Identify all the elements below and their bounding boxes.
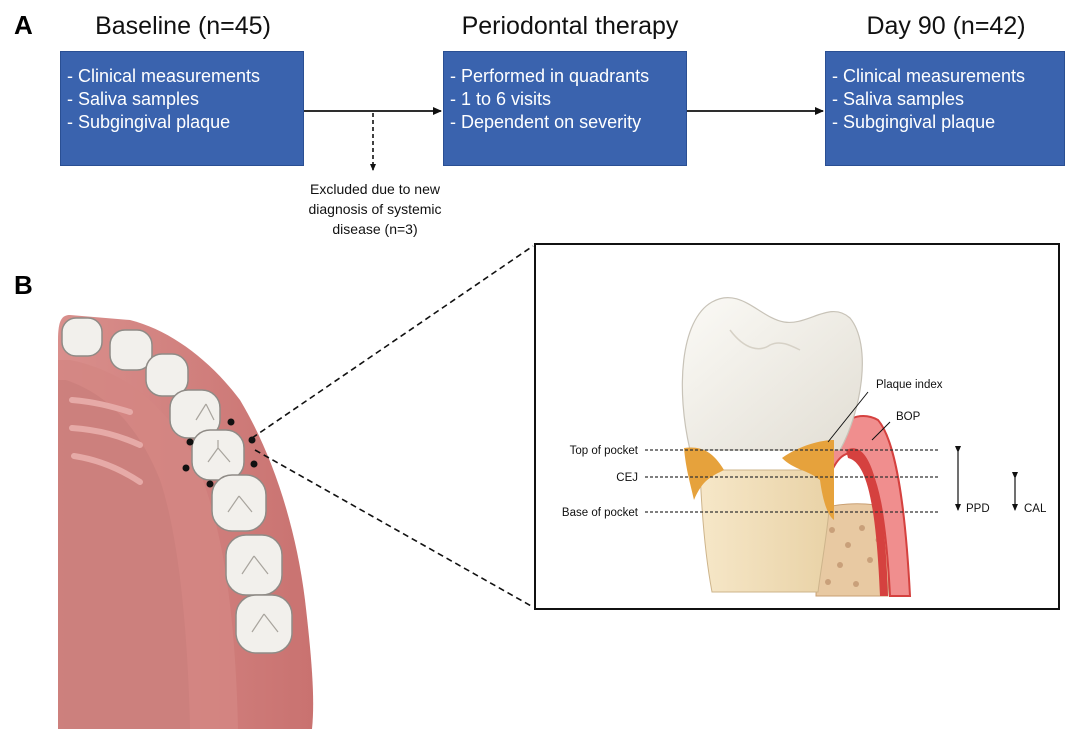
jaw-tooth-7 [226,535,282,595]
label-top-of-pocket: Top of pocket [570,445,639,457]
jaw-tooth-2 [110,330,152,370]
zoom-line-top [252,246,533,438]
label-bop: BOP [896,411,921,423]
label-ppd: PPD [966,503,990,515]
label-cal: CAL [1024,503,1047,515]
jaw-tooth-8 [236,595,292,653]
jaw-tooth-6 [212,475,266,531]
label-base-of-pocket: Base of pocket [562,507,639,519]
label-plaque-index: Plaque index [876,379,943,391]
jaw-tooth-3 [146,354,188,396]
jaw-illustration [58,315,313,729]
label-cej: CEJ [616,472,638,484]
jaw-tooth-5 [192,430,244,480]
jaw-tooth-1 [62,318,102,356]
